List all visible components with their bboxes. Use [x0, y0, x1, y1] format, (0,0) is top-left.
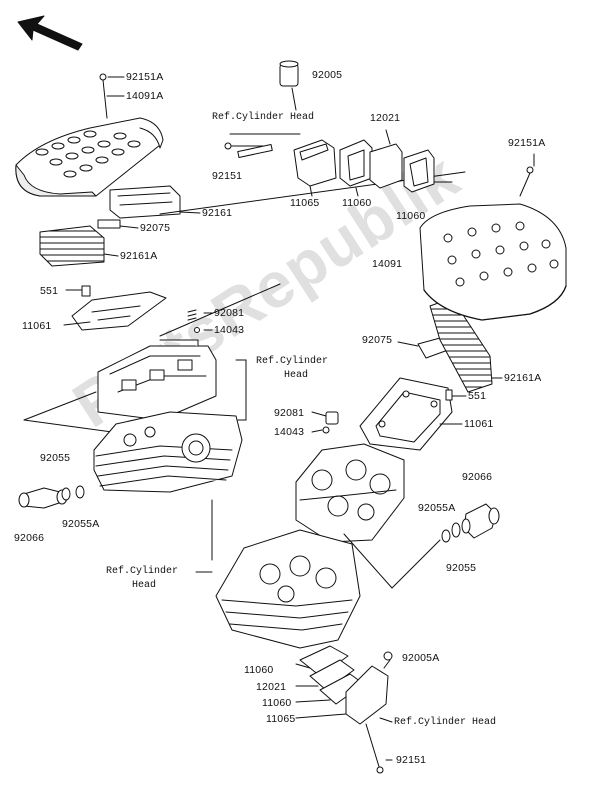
part-label-11060-top-b: 11060 — [396, 210, 426, 222]
part-label-92081-top: 92081 — [214, 307, 245, 319]
gasket-11061-left — [63, 285, 167, 331]
bracket-92161 — [109, 185, 201, 219]
ref-label-left-line2: Head — [132, 580, 157, 591]
intake-pipe-92066-left — [18, 485, 85, 509]
part-label-92055-left: 92055 — [40, 452, 71, 464]
ref-label-bottom: Ref.Cylinder Head — [394, 717, 497, 728]
part-label-92055-right: 92055 — [446, 562, 477, 574]
part-label-92151A-right: 92151A — [508, 137, 546, 149]
rear-camshaft-holder — [97, 339, 217, 421]
damper-92075-left — [97, 219, 139, 229]
part-label-551-right: 551 — [468, 390, 487, 402]
part-label-11061-right: 11061 — [464, 418, 494, 430]
part-label-92075-right: 92075 — [362, 334, 393, 346]
spring-92081-top — [159, 283, 281, 337]
bolt-92151A-top — [99, 73, 125, 119]
bolt-92151A-right — [519, 153, 535, 197]
part-label-92161A-right: 92161A — [504, 372, 542, 384]
part-label-92161A-left: 92161A — [120, 250, 158, 262]
part-label-11060-bot-a: 11060 — [244, 664, 274, 676]
ref-label-mid-line1: Ref.Cylinder — [256, 356, 329, 367]
gasket-11061-right — [359, 377, 467, 451]
part-label-92005: 92005 — [312, 69, 343, 81]
part-label-14091A: 14091A — [126, 90, 164, 102]
ref-label-mid-line2: Head — [284, 370, 309, 381]
rear-cylinder-head — [93, 411, 243, 493]
part-label-14043-mid: 14043 — [274, 426, 305, 438]
part-label-12021-bot: 12021 — [256, 681, 287, 693]
ref-label-left-line1: Ref.Cylinder — [106, 566, 179, 577]
fitting-92005 — [279, 60, 299, 111]
part-label-11060-bot-b: 11060 — [262, 697, 292, 709]
intake-pipe-92066-right — [441, 503, 500, 543]
part-label-92005A: 92005A — [402, 652, 440, 664]
part-label-92055A-left: 92055A — [62, 518, 100, 530]
part-label-14043-top: 14043 — [214, 324, 245, 336]
front-arrow-icon — [17, 15, 83, 51]
part-label-92081-mid: 92081 — [274, 407, 305, 419]
cover-14091A — [15, 117, 164, 197]
part-label-551-left: 551 — [40, 285, 59, 297]
part-label-14091: 14091 — [372, 258, 403, 270]
part-label-92066-left: 92066 — [14, 532, 45, 544]
cover-14091 — [419, 203, 567, 321]
part-label-92075-left: 92075 — [140, 222, 171, 234]
reed-valve-group-top — [224, 129, 435, 197]
part-label-92151A-top: 92151A — [126, 71, 164, 83]
part-label-92151-top: 92151 — [212, 170, 243, 182]
spring-92081-mid — [311, 411, 339, 434]
part-label-11060-top-a: 11060 — [342, 197, 372, 209]
reed-valve-group-bottom — [295, 645, 393, 774]
part-label-92066-right: 92066 — [462, 471, 493, 483]
ref-label-top: Ref.Cylinder Head — [212, 112, 315, 123]
part-label-92151-bot: 92151 — [396, 754, 427, 766]
part-label-11061-left: 11061 — [22, 320, 52, 332]
part-label-11065-bot: 11065 — [266, 713, 296, 725]
part-label-12021-top: 12021 — [370, 112, 401, 124]
front-camshaft-holder — [295, 443, 405, 543]
part-label-92161: 92161 — [202, 207, 233, 219]
bracket-92161A-left — [39, 225, 119, 267]
front-cylinder-head — [215, 529, 361, 649]
part-label-92055A-right: 92055A — [418, 502, 456, 514]
part-label-11065-top: 11065 — [290, 197, 320, 209]
